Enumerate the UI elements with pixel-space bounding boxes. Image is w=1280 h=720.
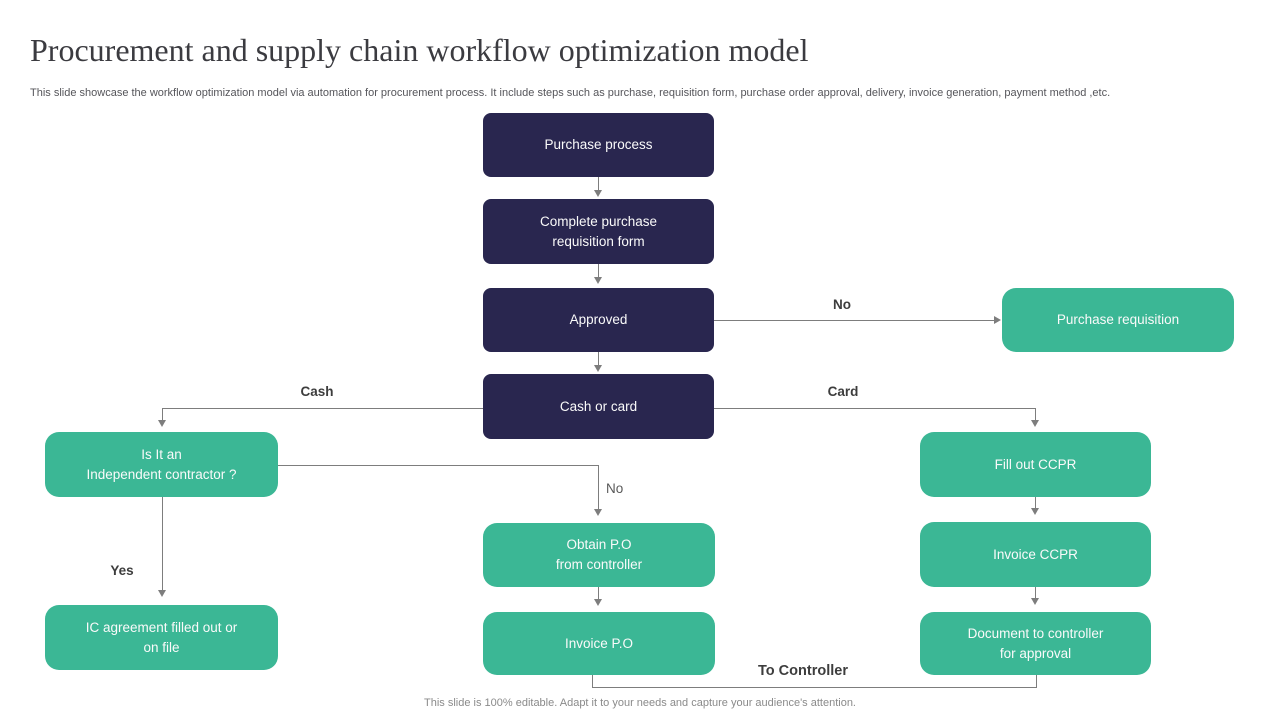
connector-fill-to-invoice-ccpr <box>1035 497 1036 510</box>
edge-label-card: Card <box>827 384 859 399</box>
flow-node-purchase-requisition: Purchase requisition <box>1002 288 1234 352</box>
connector-cash-horizontal <box>162 408 483 409</box>
connector-approved-to-requisition <box>714 320 995 321</box>
flow-node-fill-out-ccpr: Fill out CCPR <box>920 432 1151 497</box>
flow-node-approved: Approved <box>483 288 714 352</box>
flow-node-invoice-po: Invoice P.O <box>483 612 715 675</box>
connector-purchase-to-complete <box>598 177 599 191</box>
edge-label-no: No <box>833 297 851 312</box>
arrow-down-icon <box>1031 598 1039 605</box>
node-label: for approval <box>999 645 1072 661</box>
connector-tocontroller-horizontal <box>592 687 1037 688</box>
node-label: on file <box>143 639 180 655</box>
node-label: Cash or card <box>559 398 638 414</box>
flow-node-document-to-controller: Document to controller for approval <box>920 612 1151 675</box>
flow-node-obtain-po-from-controller: Obtain P.O from controller <box>483 523 715 587</box>
connector-contractor-yes <box>162 497 163 592</box>
connector-obtain-to-invoicepo <box>598 587 599 601</box>
connector-tocontroller-right <box>1036 675 1037 688</box>
arrow-down-icon <box>158 420 166 427</box>
connector-card-horizontal <box>714 408 1036 409</box>
arrow-down-icon <box>594 365 602 372</box>
node-label: Obtain P.O <box>566 537 632 553</box>
node-label: Complete purchase <box>539 213 658 229</box>
node-label: Invoice CCPR <box>993 546 1078 562</box>
flow-node-purchase-process: Purchase process <box>483 113 714 177</box>
slide-subtitle: This slide showcase the workflow optimiz… <box>30 87 1111 99</box>
node-label: Approved <box>569 312 628 328</box>
arrow-down-icon <box>594 277 602 284</box>
connector-contractor-no-vertical <box>598 465 599 511</box>
edge-label-yes: Yes <box>110 563 134 578</box>
node-label: Is It an <box>141 446 182 462</box>
arrow-right-icon <box>994 315 1001 324</box>
node-label: Purchase process <box>544 137 653 153</box>
node-label: Purchase requisition <box>1056 312 1180 328</box>
arrow-down-icon <box>1031 420 1039 427</box>
node-label: IC agreement filled out or <box>85 619 238 635</box>
flow-node-invoice-ccpr: Invoice CCPR <box>920 522 1151 587</box>
flow-node-independent-contractor: Is It an Independent contractor ? <box>45 432 278 497</box>
connector-card-vertical <box>1035 408 1036 422</box>
node-label: from controller <box>555 557 643 572</box>
node-label: Independent contractor ? <box>86 466 237 482</box>
node-label: Document to controller <box>967 625 1104 641</box>
connector-tocontroller-left <box>592 675 593 688</box>
connector-contractor-no-horizontal <box>278 465 598 466</box>
edge-label-to-controller: To Controller <box>758 663 848 679</box>
edge-label-cash: Cash <box>300 384 334 399</box>
node-label: Invoice P.O <box>564 635 634 651</box>
edge-label-no-center: No <box>606 481 624 496</box>
node-label: Fill out CCPR <box>994 456 1077 472</box>
arrow-down-icon <box>594 190 602 197</box>
arrow-down-icon <box>594 509 602 516</box>
flow-node-cash-or-card: Cash or card <box>483 374 714 439</box>
flow-node-ic-agreement: IC agreement filled out or on file <box>45 605 278 670</box>
arrow-down-icon <box>1031 508 1039 515</box>
connector-invoiceccpr-to-document <box>1035 587 1036 600</box>
connector-cash-vertical <box>162 408 163 422</box>
node-label: requisition form <box>552 233 645 249</box>
flow-node-complete-purchase-requisition-form: Complete purchase requisition form <box>483 199 714 264</box>
arrow-down-icon <box>158 590 166 597</box>
page-title: Procurement and supply chain workflow op… <box>30 32 809 68</box>
connector-complete-to-approved <box>598 264 599 278</box>
slide-footer: This slide is 100% editable. Adapt it to… <box>424 697 856 709</box>
arrow-down-icon <box>594 599 602 606</box>
connector-approved-to-cashorcard <box>598 352 599 366</box>
